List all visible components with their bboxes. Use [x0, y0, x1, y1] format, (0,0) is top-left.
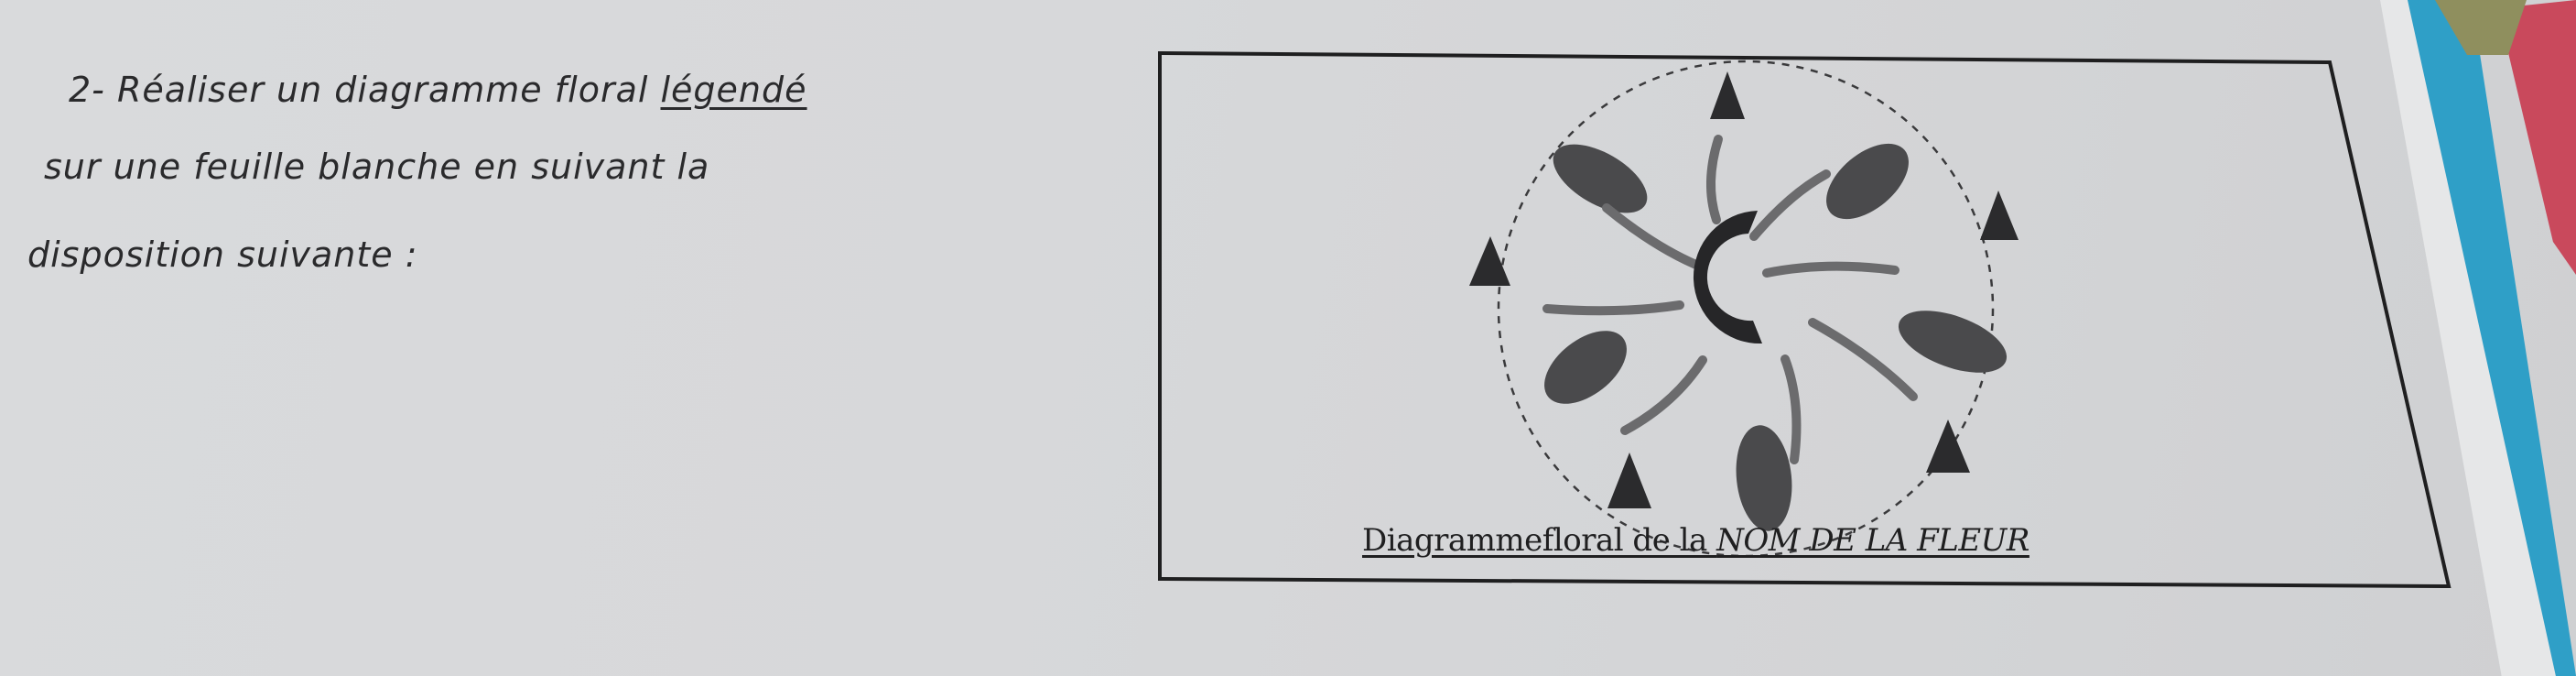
caption-prefix: Diagrammefloral de la — [1362, 522, 1717, 559]
petal-stroke-5 — [1780, 354, 1802, 464]
petal-stroke-3 — [1762, 261, 1900, 278]
caption-flower-name: NOM DE LA FLEUR — [1716, 522, 2029, 559]
sepal-oval-4 — [1544, 331, 1627, 404]
petal-stroke-2 — [1749, 169, 1831, 241]
instruction-line-3: disposition suivante : — [27, 234, 418, 275]
sepal-oval-1 — [1553, 144, 1648, 213]
petal-stroke-1 — [1706, 135, 1723, 224]
sepal-oval-2 — [1826, 143, 1909, 220]
sepal-oval-3 — [1898, 311, 2008, 373]
bract-triangle-bottom — [1607, 452, 1651, 508]
instruction-line-1-text: 2- Réaliser un diagramme floral — [69, 70, 661, 110]
instruction-underlined-word: légendé — [660, 70, 807, 110]
bract-triangle-top-right — [1980, 191, 2019, 240]
bract-triangle-top — [1710, 71, 1745, 119]
figure-frame — [1158, 50, 2452, 589]
petal-stroke-8 — [1602, 203, 1707, 272]
sepal-oval-5 — [1736, 425, 1792, 531]
figure-caption: Diagrammefloral de la NOM DE LA FLEUR — [1362, 522, 2029, 559]
petal-stroke-6 — [1620, 355, 1707, 435]
bract-triangle-left — [1469, 236, 1510, 286]
bract-triangle-bottom-right — [1926, 420, 1970, 473]
petal-stroke-4 — [1808, 318, 1918, 401]
central-pistil-crescent — [1693, 211, 1762, 344]
instruction-line-1: 2- Réaliser un diagramme floral légendé — [69, 70, 807, 110]
petal-stroke-7 — [1542, 300, 1684, 316]
instruction-line-2: sur une feuille blanche en suivant la — [44, 147, 710, 187]
floral-circle — [1497, 60, 1995, 558]
